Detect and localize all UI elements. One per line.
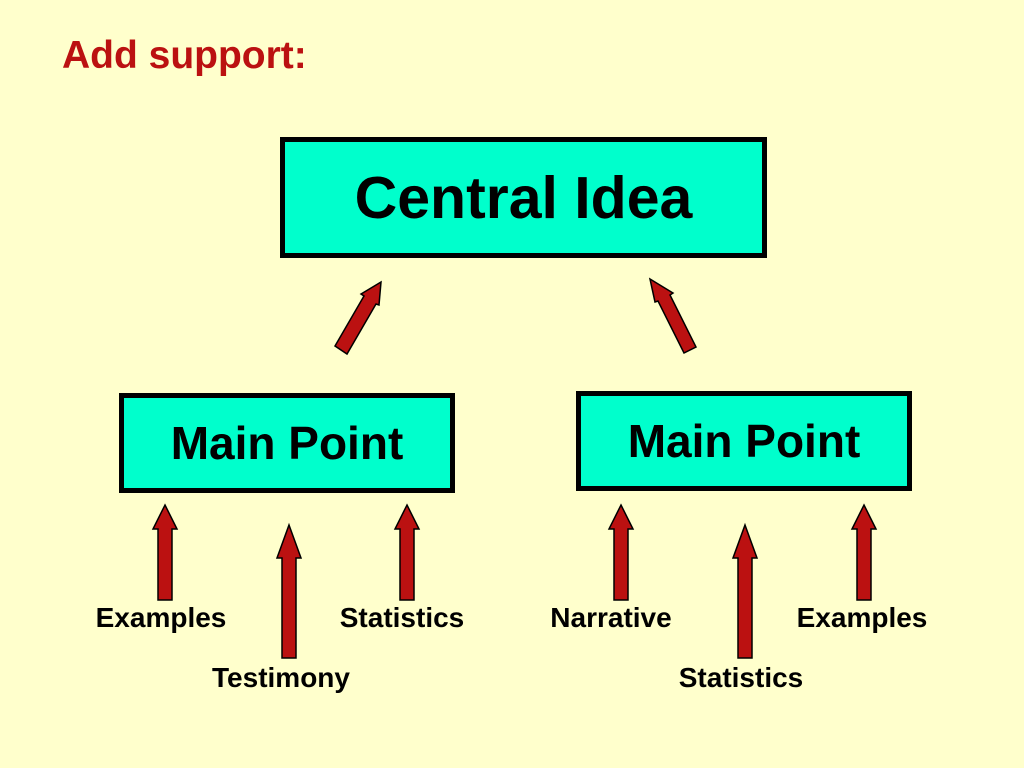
arrow-up-testimony (275, 522, 303, 659)
support-label-statistics-left: Statistics (339, 602, 465, 633)
support-label-narrative: Narrative (550, 602, 672, 633)
support-label-examples-left: Examples (95, 602, 227, 633)
arrow-up-narrative (607, 503, 635, 601)
main-point-label-right: Main Point (627, 415, 861, 467)
support-label-examples-right: Examples (796, 602, 928, 633)
support-label-testimony: Testimony (212, 662, 350, 693)
arrow-up-left (648, 277, 698, 355)
main-point-label-left: Main Point (170, 417, 404, 469)
main-point-box-right: Main Point (576, 391, 912, 491)
arrow-up-right (333, 280, 382, 356)
central-idea-label: Central Idea (354, 164, 693, 231)
slide-title: Add support: (62, 34, 307, 77)
main-point-box-left: Main Point (119, 393, 455, 493)
arrow-up-statistics-left (393, 503, 421, 601)
arrow-up-examples-left (151, 503, 179, 601)
support-label-statistics-right: Statistics (678, 662, 804, 693)
central-idea-box: Central Idea (280, 137, 767, 258)
arrow-up-examples-right (850, 503, 878, 601)
arrow-up-statistics-right (731, 522, 759, 659)
